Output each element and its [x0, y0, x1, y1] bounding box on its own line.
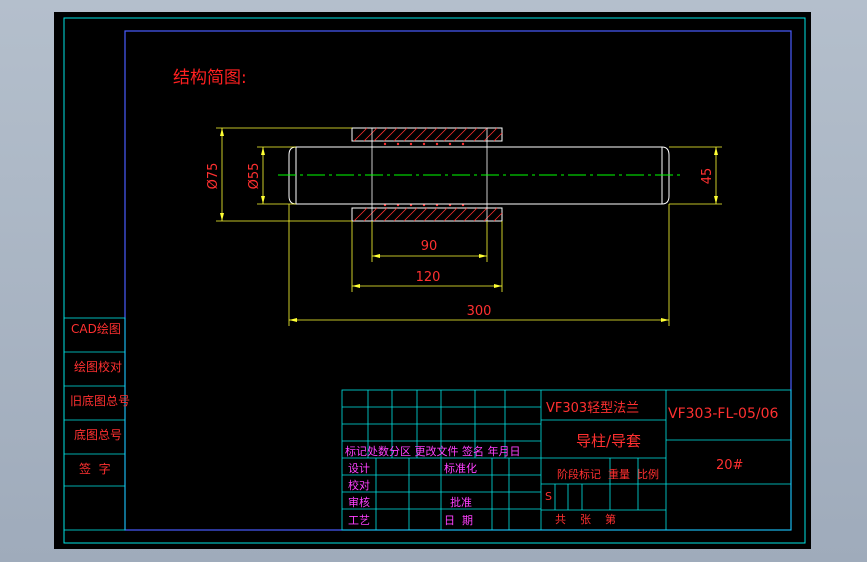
- stage-s: S: [545, 490, 552, 503]
- stage-header: 阶段标记 重量 比例: [557, 467, 659, 481]
- dim-length-90-label: 90: [421, 239, 438, 254]
- sheet-info: 共 张 第: [555, 512, 616, 526]
- label-standard: 标准化: [444, 461, 477, 475]
- label-process: 工艺: [348, 514, 370, 527]
- side-block: CAD绘图 绘图校对 旧底图总号 底图总号 签 字: [63, 317, 130, 531]
- label-approve: 批准: [450, 495, 472, 509]
- dim-length-120-label: 120: [416, 270, 441, 285]
- dim-dia-inner-label: Ø55: [247, 163, 262, 190]
- dimension-lines: [216, 127, 722, 326]
- dim-height-label: 45: [700, 168, 715, 185]
- side-draw-check: 绘图校对: [74, 359, 122, 374]
- revision-header: 标记处数分区 更改文件 签名 年月日: [345, 444, 521, 458]
- label-check: 校对: [348, 478, 370, 492]
- dim-length-300-label: 300: [467, 304, 492, 319]
- dim-dia-outer-label: Ø75: [206, 163, 221, 190]
- drawing-number: VF303-FL-05/06: [668, 406, 779, 422]
- label-design: 设计: [348, 462, 370, 475]
- outer-border: [63, 17, 806, 544]
- side-old-drawing-number: 旧底图总号: [70, 393, 130, 408]
- side-drawing-number: 底图总号: [74, 427, 122, 442]
- drawing-sheet: [54, 12, 811, 549]
- bushing-hatch: [353, 127, 503, 222]
- side-signature: 签 字: [79, 461, 111, 476]
- drawing-heading: 结构简图:: [173, 68, 247, 88]
- guide-pillar: [288, 146, 670, 205]
- bushing: [351, 127, 503, 222]
- label-review: 审核: [348, 495, 370, 509]
- title-block: VF303轻型法兰 导柱/导套 VF303-FL-05/06 20# 阶段标记 …: [341, 389, 792, 531]
- side-cad-draw: CAD绘图: [71, 321, 121, 336]
- material: 20#: [716, 458, 743, 473]
- part-name: 导柱/导套: [576, 432, 641, 450]
- label-date: 日 期: [444, 514, 473, 527]
- part-title: VF303轻型法兰: [546, 401, 639, 416]
- dimension-arrows: [220, 128, 718, 322]
